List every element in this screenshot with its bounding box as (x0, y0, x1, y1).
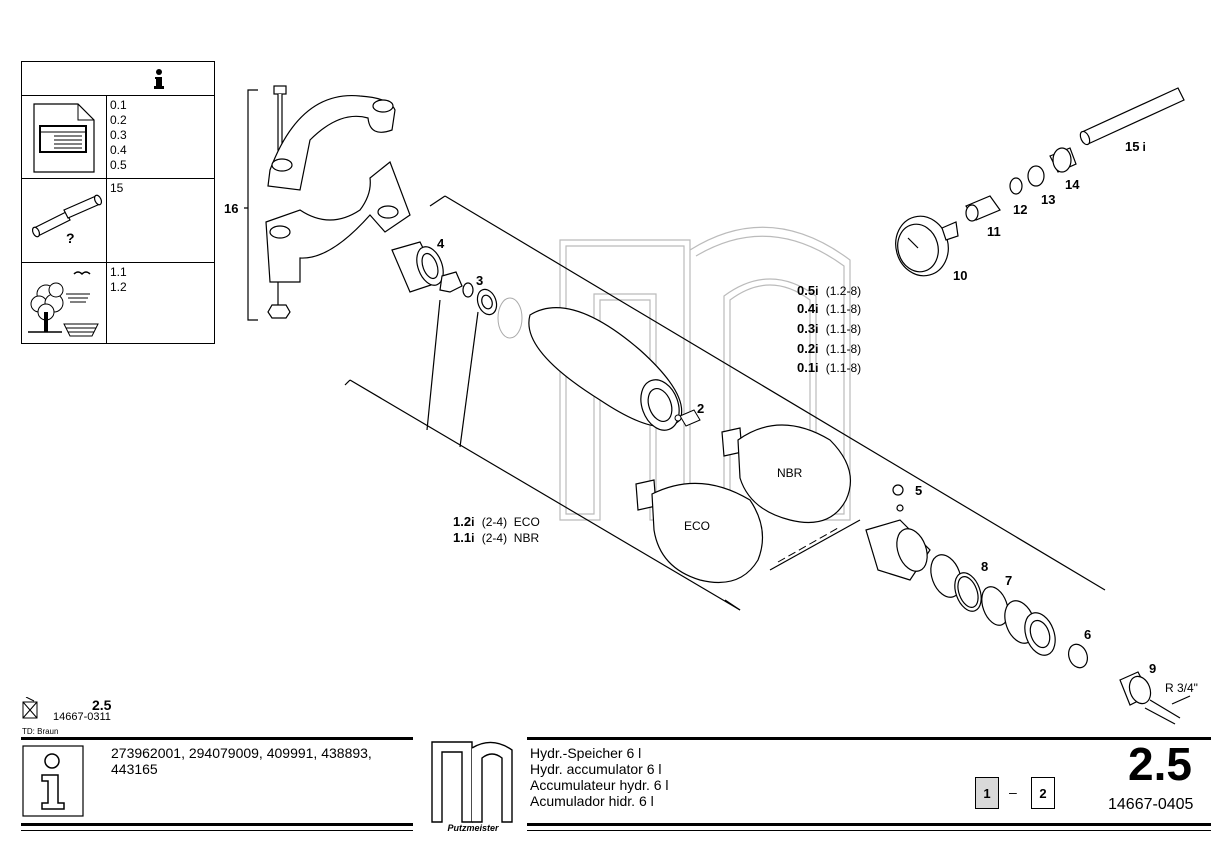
page-dash: – (1009, 784, 1017, 800)
ref-list-docs: 0.1 0.2 0.3 0.4 0.5 (110, 98, 127, 173)
brand-text: Putzmeister (447, 823, 499, 832)
variant-row: 0.2i (1.1-8) (797, 341, 862, 356)
callout-9: 9 (1149, 661, 1157, 676)
watermark-logo (559, 226, 851, 521)
descriptions: Hydr.-Speicher 6 l Hydr. accumulator 6 l… (530, 745, 669, 809)
ref-item: 0.4 (110, 143, 127, 157)
callout-14: 14 (1065, 177, 1080, 192)
description-de: Hydr.-Speicher 6 l (530, 745, 642, 761)
info-i-icon (152, 68, 166, 90)
callout-10: 10 (953, 268, 968, 283)
callout-2: 2 (697, 401, 705, 416)
ref-list-env: 1.1 1.2 (110, 265, 127, 295)
callout-12: 12 (1013, 202, 1028, 217)
variant-row: 1.2i (2-4) ECO (453, 514, 540, 529)
variant-row: 1.1i (2-4) NBR (453, 530, 540, 545)
part-numbers: 273962001, 294079009, 409991, 438893, 44… (111, 745, 372, 777)
ref-item: 0.1 (110, 98, 127, 112)
page-total[interactable]: 2 (1031, 777, 1055, 809)
callout-8: 8 (981, 559, 989, 574)
ref-item: 1.2 (110, 280, 127, 294)
bladder-label-eco: ECO (684, 519, 711, 533)
page-current[interactable]: 1 (975, 777, 999, 809)
variant-row: 0.5i (1.2-8) (797, 283, 862, 298)
variant-row: 0.1i (1.1-8) (797, 360, 862, 375)
description-en: Hydr. accumulator 6 l (530, 761, 662, 777)
description-es: Acumulador hidr. 6 l (530, 793, 654, 809)
exploded-view-drawing (244, 85, 1191, 725)
callout-5: 5 (915, 483, 923, 498)
doc-number: 14667-0405 (1108, 796, 1194, 813)
thread-label: R 3/4" (1165, 681, 1198, 695)
footer-rule (527, 823, 1211, 826)
stamp-section: 2.5 (92, 697, 112, 713)
ref-item: 15 (110, 181, 124, 195)
footer-rule (527, 830, 1211, 831)
footer-rule (21, 823, 413, 826)
variant-row: 0.4i (1.1-8) (797, 301, 862, 316)
checkbox-cross-icon (22, 696, 38, 724)
putzmeister-logo: Putzmeister (428, 740, 518, 837)
callout-13: 13 (1041, 192, 1056, 207)
part-numbers-line: 443165 (111, 761, 158, 777)
footer-rule (527, 737, 1211, 740)
info-table: 0.1 0.2 0.3 0.4 0.5 ? 15 (21, 61, 215, 344)
part-numbers-line: 273962001, 294079009, 409991, 438893, (111, 745, 372, 761)
document-icon (32, 102, 96, 179)
ref-item: 1.1 (110, 265, 127, 279)
stamp-td: TD: Braun (22, 727, 59, 736)
callout-7: 7 (1005, 573, 1013, 588)
pipe-question-icon: ? (26, 186, 103, 251)
section-number: 2.5 (1128, 738, 1192, 790)
description-fr: Accumulateur hydr. 6 l (530, 777, 669, 793)
callout-11: 11 (987, 224, 1001, 239)
svg-text:?: ? (66, 230, 75, 246)
info-i-box-icon (22, 745, 84, 822)
callout-6: 6 (1084, 627, 1092, 642)
callout-16: 16 (224, 201, 239, 216)
ref-item: 0.3 (110, 128, 127, 142)
bladder-label-nbr: NBR (777, 466, 803, 480)
environment-tree-icon (26, 266, 102, 345)
footer-rule (21, 737, 413, 740)
callout-4: 4 (437, 236, 445, 251)
ref-item: 0.5 (110, 158, 127, 172)
stamp-doc: 14667-0311 (53, 711, 111, 723)
callout-3: 3 (476, 273, 484, 288)
ref-item: 0.2 (110, 113, 127, 127)
ref-list-pipes: 15 (110, 181, 123, 196)
variant-row: 0.3i (1.1-8) (797, 321, 862, 336)
footer-rule (21, 830, 413, 831)
